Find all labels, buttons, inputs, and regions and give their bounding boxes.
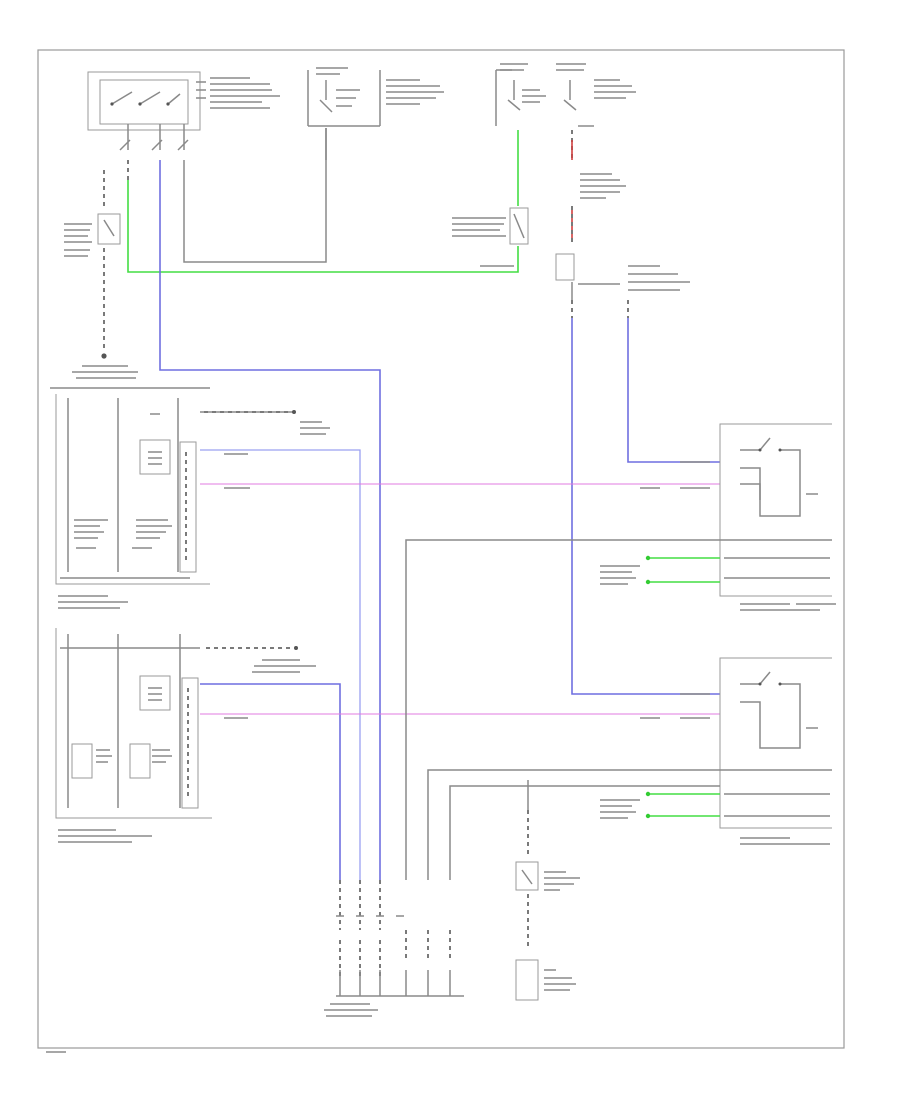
top-left-label-lines xyxy=(196,77,280,109)
right-relay-column xyxy=(555,130,720,695)
lower-sensor-branch xyxy=(515,780,580,1001)
top-center-fuse xyxy=(307,67,444,160)
left-front-seat-heater-block xyxy=(50,387,210,609)
diagram-border xyxy=(37,49,845,1049)
top-right-fuse-1 xyxy=(495,63,546,126)
left-column-connector xyxy=(64,170,138,379)
right-block-wires xyxy=(200,646,720,880)
bottom-junction-connector xyxy=(324,880,464,1017)
right-front-seat-heater-block xyxy=(55,628,212,843)
upper-wires xyxy=(127,130,529,880)
left-block-wires xyxy=(200,410,720,880)
left-seat-heater-switch xyxy=(719,423,836,611)
top-left-switch-box xyxy=(87,71,201,151)
left-switch-wires xyxy=(405,461,720,880)
right-switch-wires xyxy=(427,693,720,880)
right-seat-heater-switch xyxy=(719,657,832,845)
top-right-fuse-2 xyxy=(556,63,636,127)
